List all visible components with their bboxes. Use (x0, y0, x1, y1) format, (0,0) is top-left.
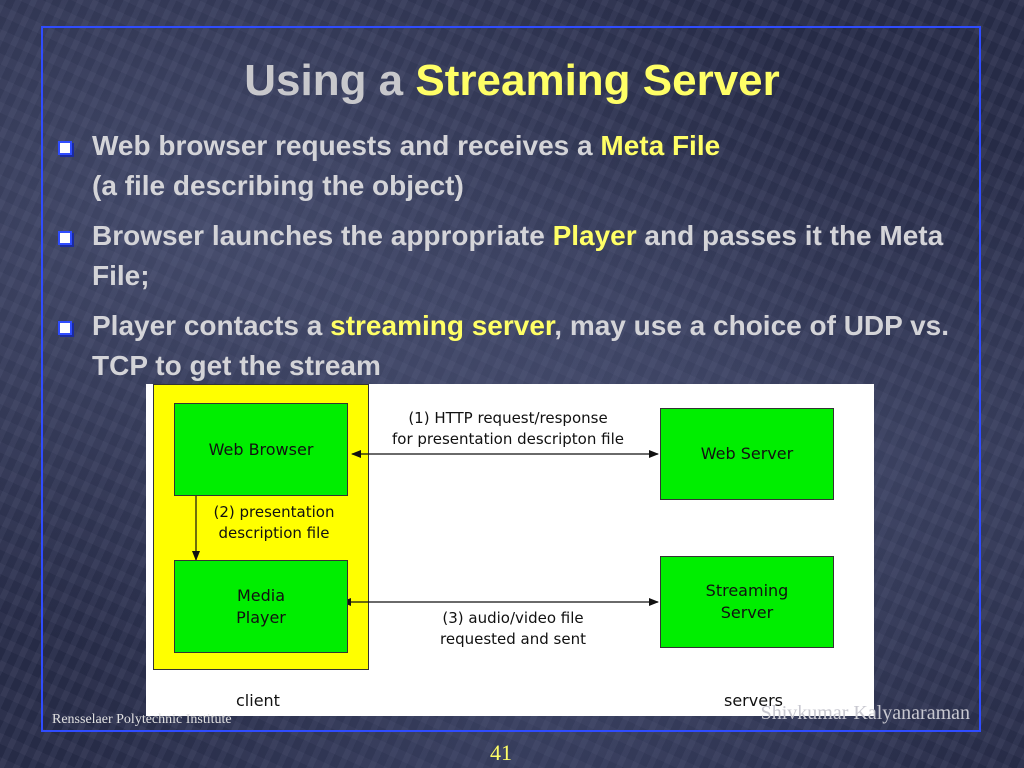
streaming-diagram: Web Browser Media Player Web Server Stre… (146, 384, 874, 716)
checkbox-bullet-icon (58, 141, 72, 155)
institution-footer: Rensselaer Polytechnic Institute (52, 712, 232, 727)
bullet-item: Browser launches the appropriate Player … (52, 216, 972, 296)
page-number: 41 (490, 740, 512, 765)
bullet-text: Player contacts a (92, 310, 331, 341)
slide-title: Using a Streaming Server (0, 56, 1024, 106)
diagram-arrows (192, 450, 659, 606)
slide-frame (41, 26, 981, 732)
step2-label: (2) presentation description file (213, 503, 335, 542)
bullet-highlight: streaming server (330, 310, 555, 341)
step1-label: (1) HTTP request/response for presentati… (392, 409, 624, 448)
bullet-item: Player contacts a streaming server, may … (52, 306, 972, 386)
bullet-highlight: Meta File (600, 130, 721, 161)
bullet-list: Web browser requests and receives a Meta… (52, 126, 972, 396)
bullet-text: , may use a choice of UDP vs. TCP to get… (92, 310, 950, 381)
title-prefix: Using a (244, 56, 416, 105)
servers-label: servers (724, 691, 783, 710)
bullet-text: Web browser requests and receives a (92, 130, 601, 161)
bullet-text: Browser launches the appropriate (92, 220, 553, 251)
bullet-item: Web browser requests and receives a Meta… (52, 126, 972, 206)
step3-label: (3) audio/video file requested and sent (440, 609, 586, 648)
title-highlight: Streaming Server (415, 56, 780, 105)
bullet-highlight: Player (552, 220, 637, 251)
author-footer: Shivkumar Kalyanaraman (760, 702, 970, 724)
client-label: client (236, 691, 280, 710)
web-server-node: Web Server (660, 408, 834, 500)
bullet-text-line2: (a file describing the object) (92, 170, 464, 201)
bullet-text: and passes it the Meta File; (92, 220, 944, 291)
web-browser-node: Web Browser (174, 403, 348, 496)
streaming-server-node: Streaming Server (660, 556, 834, 648)
checkbox-bullet-icon (58, 321, 72, 335)
media-player-node: Media Player (174, 560, 348, 653)
checkbox-bullet-icon (58, 231, 72, 245)
